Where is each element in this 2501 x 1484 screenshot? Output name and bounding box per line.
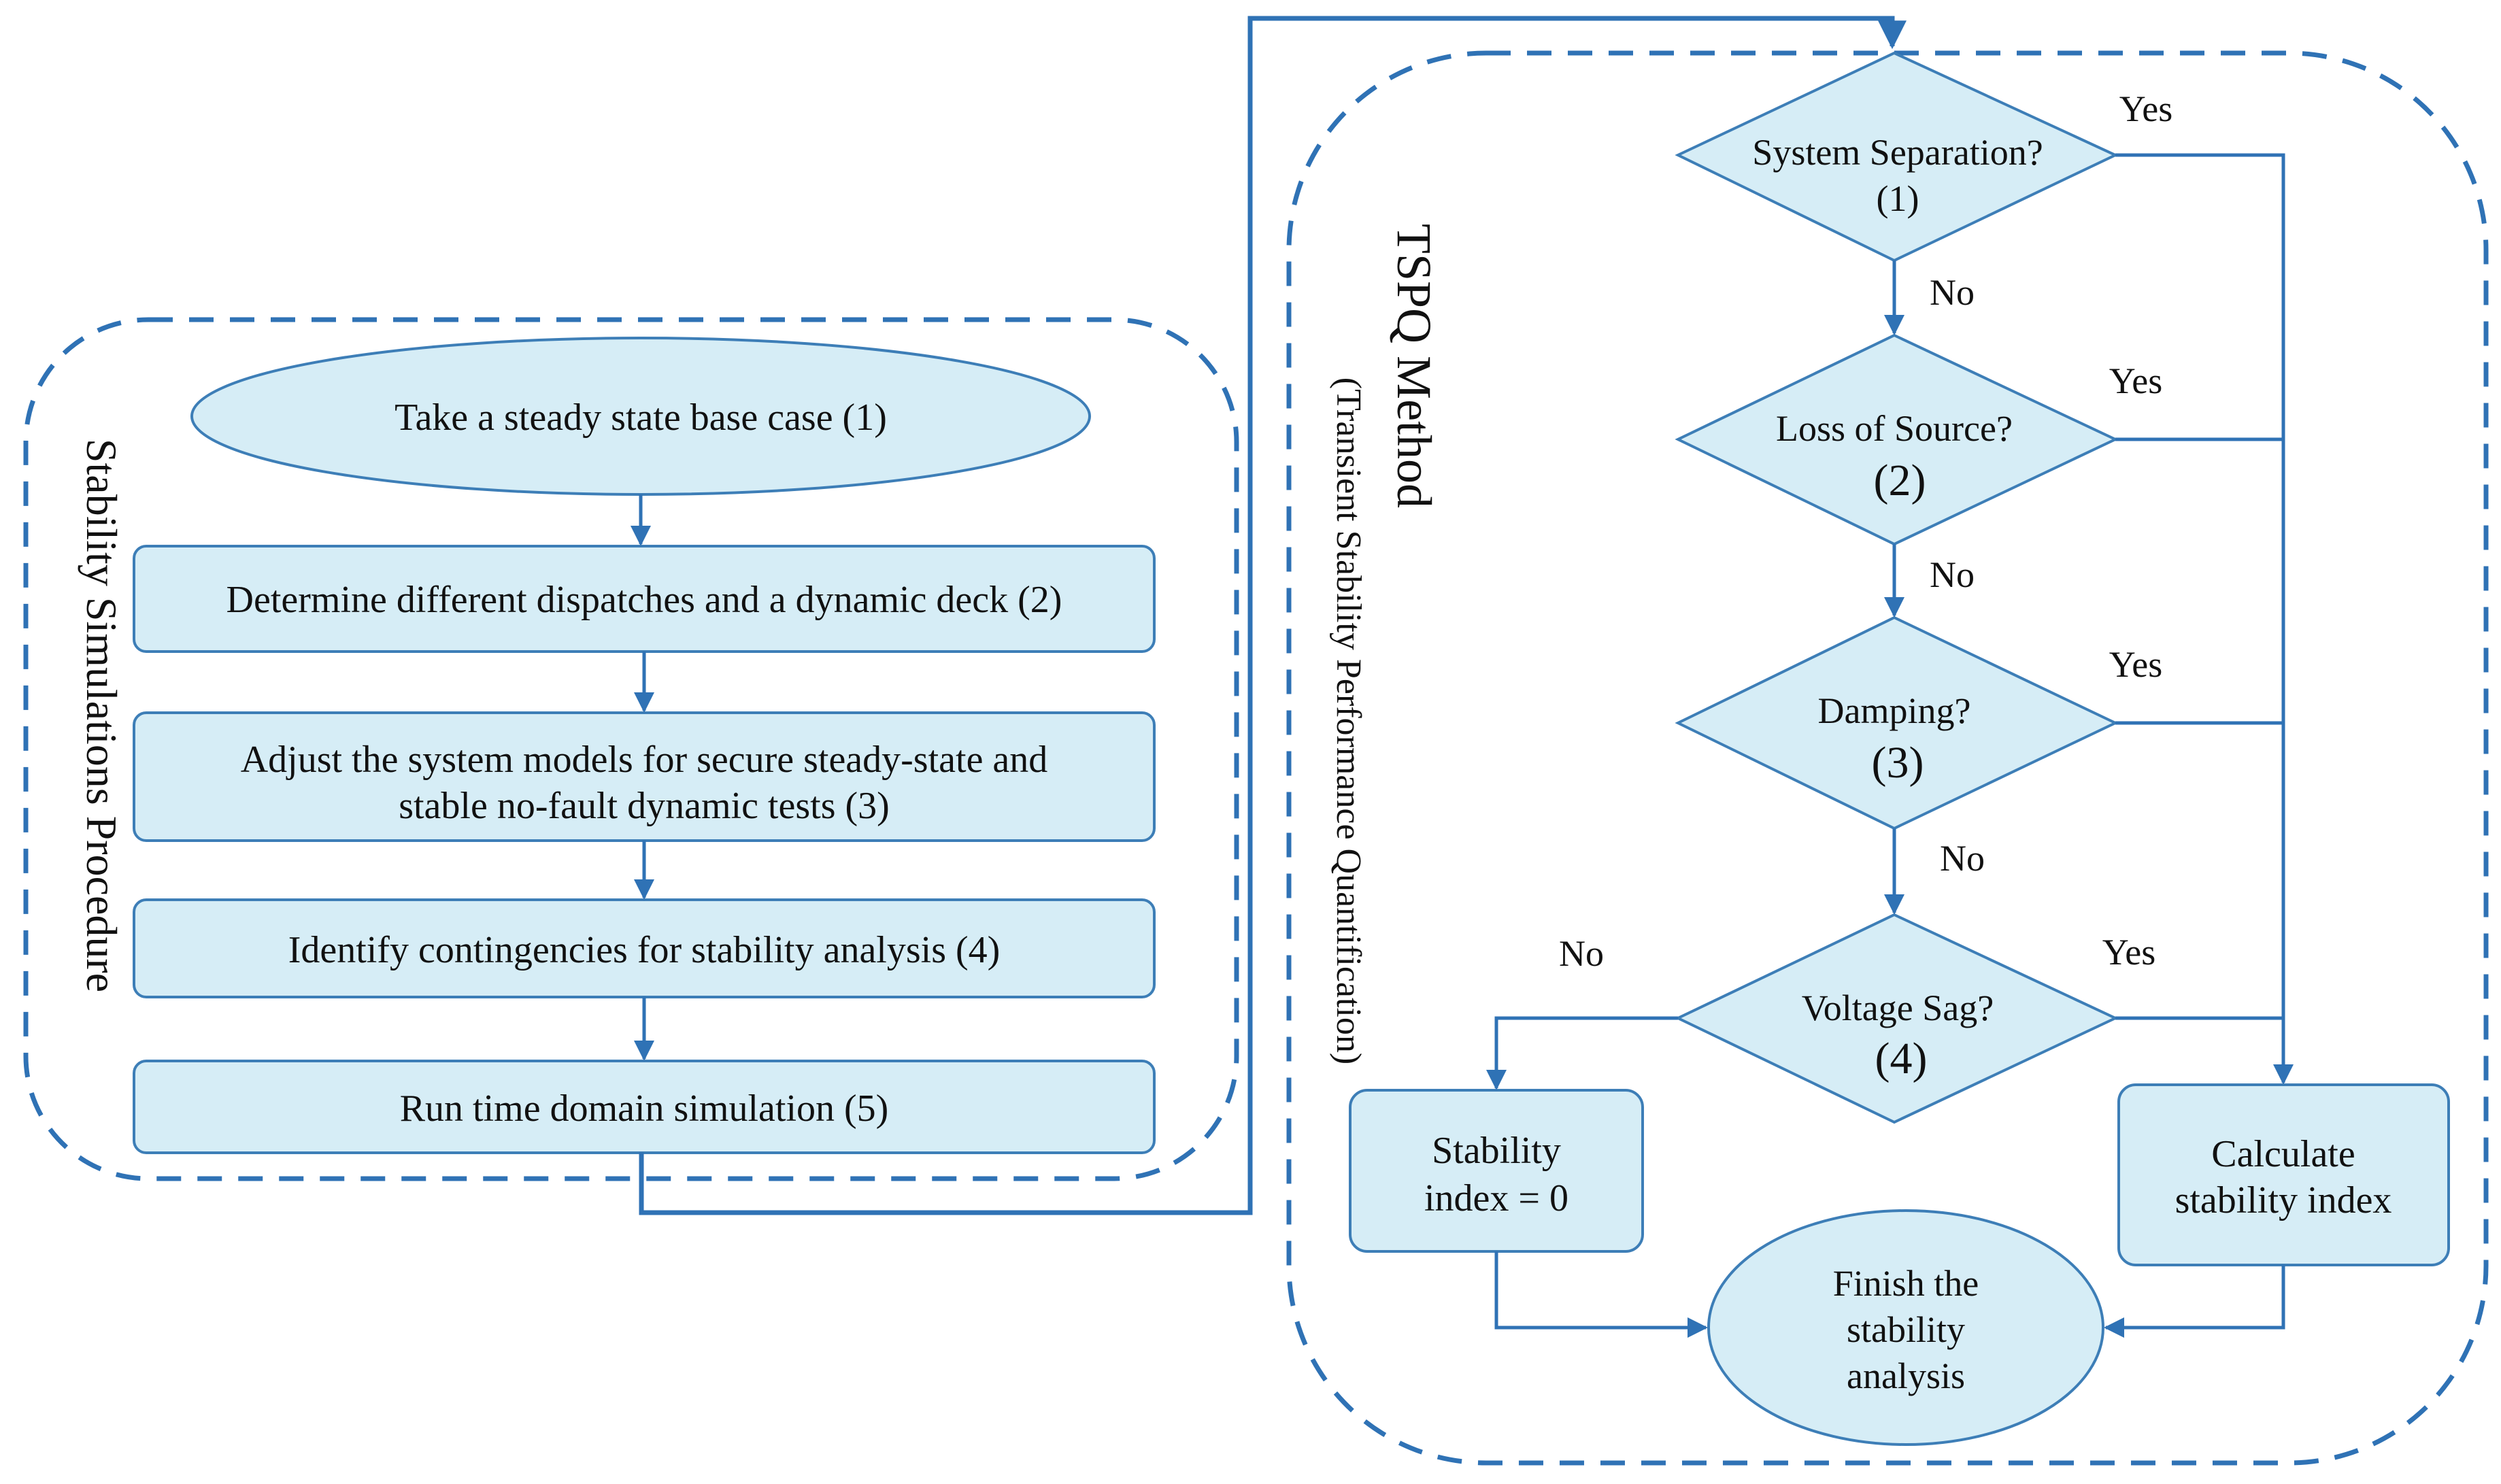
decision-loss-of-source-number: (2) bbox=[1874, 456, 1926, 505]
label-no-1: No bbox=[1930, 272, 1975, 313]
decision-system-separation-label: System Separation? bbox=[1752, 132, 2043, 173]
decision-damping-number: (3) bbox=[1872, 738, 1924, 788]
terminal-finish-line1: Finish the bbox=[1833, 1263, 1979, 1304]
step-adjust-models-line2: stable no-fault dynamic tests (3) bbox=[399, 785, 890, 827]
label-yes-2: Yes bbox=[2109, 360, 2163, 401]
decision-voltage-sag-number: (4) bbox=[1875, 1034, 1928, 1083]
arrow-no-4 bbox=[1486, 1016, 1678, 1090]
step-adjust-models-line1: Adjust the system models for secure stea… bbox=[241, 739, 1048, 781]
left-panel-title: Stability Simulations Procedure bbox=[78, 439, 126, 992]
label-no-4: No bbox=[1559, 933, 1604, 974]
label-yes-3: Yes bbox=[2109, 644, 2163, 685]
left-panel-frame bbox=[23, 317, 1239, 1181]
right-panel-subtitle: (Transient Stability Performance Quantif… bbox=[1329, 377, 1368, 1064]
label-no-2: No bbox=[1930, 554, 1975, 595]
right-panel-frame bbox=[1286, 50, 2489, 1466]
result-stability-zero-line2: index = 0 bbox=[1424, 1177, 1568, 1219]
result-stability-zero-line1: Stability bbox=[1432, 1130, 1561, 1172]
terminal-finish-analysis bbox=[1707, 1209, 2104, 1446]
arrow-yes-trunk bbox=[2115, 153, 2294, 1085]
step-run-simulation-label: Run time domain simulation (5) bbox=[400, 1087, 889, 1130]
decision-system-separation-number: (1) bbox=[1877, 178, 1919, 219]
decision-damping-label: Damping? bbox=[1818, 690, 1971, 731]
result-calculate-index-line1: Calculate bbox=[2211, 1133, 2355, 1175]
result-calculate-index-line2: stability index bbox=[2175, 1179, 2392, 1221]
right-panel-title: TSPQ Method bbox=[1387, 224, 1441, 508]
label-yes-4: Yes bbox=[2102, 932, 2156, 973]
step-base-case-label: Take a steady state base case (1) bbox=[395, 397, 887, 439]
arrow-zero-to-finish bbox=[1494, 1251, 1708, 1338]
step-identify-contingencies-label: Identify contingencies for stability ana… bbox=[288, 929, 1001, 971]
label-no-3: No bbox=[1940, 838, 1985, 879]
label-yes-1: Yes bbox=[2119, 88, 2173, 129]
decision-loss-of-source-label: Loss of Source? bbox=[1776, 408, 2013, 449]
step-dispatches-label: Determine different dispatches and a dyn… bbox=[226, 579, 1062, 621]
terminal-finish-line3: analysis bbox=[1847, 1355, 1965, 1396]
arrow-calc-to-finish bbox=[2104, 1265, 2285, 1338]
step-run-simulation bbox=[133, 1060, 1156, 1154]
terminal-finish-line2: stability bbox=[1847, 1309, 1965, 1350]
decision-voltage-sag bbox=[1675, 913, 2119, 1124]
panel-link-connector bbox=[639, 16, 1907, 1215]
decision-voltage-sag-label: Voltage Sag? bbox=[1802, 988, 1994, 1028]
